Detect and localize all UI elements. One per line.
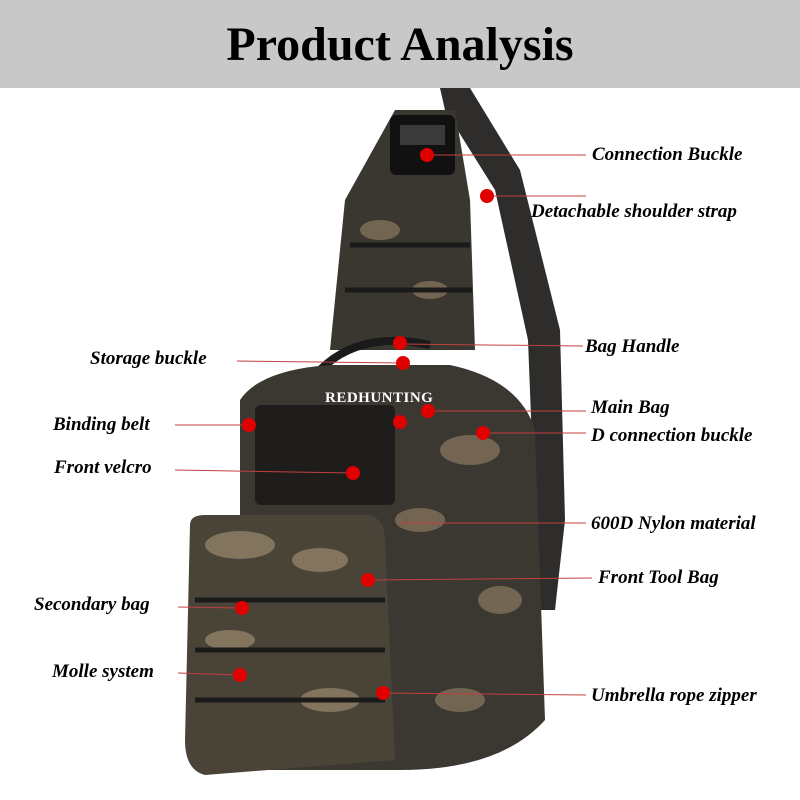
label-secondary-bag: Secondary bag: [34, 594, 150, 615]
front-velcro-panel: [255, 405, 395, 505]
label-molle: Molle system: [52, 661, 154, 682]
label-umbrella-zipper: Umbrella rope zipper: [591, 685, 757, 706]
header-banner: Product Analysis: [0, 0, 800, 88]
label-bag-handle: Bag Handle: [585, 336, 680, 357]
label-nylon: 600D Nylon material: [591, 513, 756, 534]
leader-lines: [174, 154, 593, 696]
marker-dots: [233, 148, 494, 700]
label-binding-belt: Binding belt: [53, 414, 150, 435]
label-shoulder-strap: Detachable shoulder strap: [531, 201, 737, 222]
label-main-bag: Main Bag: [591, 397, 670, 418]
brand-logo-text: REDHUNTING: [325, 390, 434, 406]
page-title: Product Analysis: [226, 17, 574, 71]
molle-webbing: [195, 242, 472, 703]
label-d-buckle: D connection buckle: [591, 425, 753, 446]
label-connection-buckle: Connection Buckle: [592, 144, 743, 165]
label-front-tool-bag: Front Tool Bag: [598, 567, 719, 588]
label-storage-buckle: Storage buckle: [90, 348, 207, 369]
label-front-velcro: Front velcro: [54, 457, 152, 478]
